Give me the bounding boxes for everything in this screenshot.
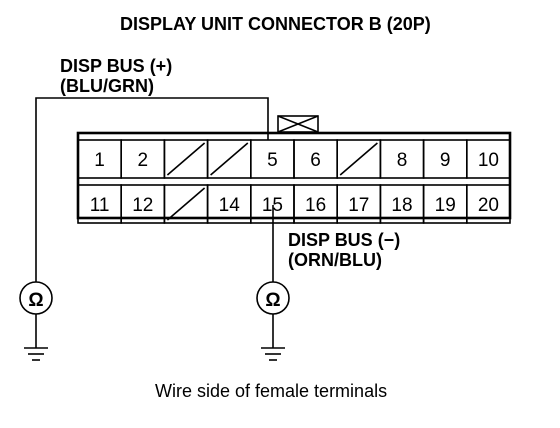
disp-bus-plus-label: DISP BUS (+) xyxy=(60,56,172,76)
pin-number: 18 xyxy=(391,195,412,216)
ohm-symbol: Ω xyxy=(28,290,43,311)
pin-number: 5 xyxy=(267,150,278,171)
empty-cavity-mark xyxy=(210,142,249,176)
disp-bus-minus-wire-color: (ORN/BLU) xyxy=(288,250,382,270)
pin-number: 8 xyxy=(397,150,408,171)
pin-number: 14 xyxy=(219,195,241,216)
pin-cell-top-5: 5 xyxy=(250,139,295,179)
pin-cell-top-8: 8 xyxy=(379,139,425,179)
ground-icon xyxy=(24,347,48,361)
pin-number: 17 xyxy=(348,195,369,216)
pin-number: 12 xyxy=(132,195,153,216)
pin-cell-top-3 xyxy=(163,139,209,179)
pin-cell-top-6: 6 xyxy=(293,139,339,179)
pin-cell-top-10: 10 xyxy=(465,139,511,179)
connector-lock-tab-icon xyxy=(277,115,319,133)
caption: Wire side of female terminals xyxy=(155,381,387,401)
disp-bus-plus-wire xyxy=(35,97,269,282)
ohmmeter-right: Ω xyxy=(256,281,290,361)
empty-cavity-mark xyxy=(166,187,206,221)
ohmmeter-left: Ω xyxy=(19,281,53,361)
pin-cell-top-9: 9 xyxy=(422,139,468,179)
pin-number: 1 xyxy=(94,150,105,171)
pin-cell-top-2: 2 xyxy=(120,139,166,179)
pin-number: 2 xyxy=(138,150,149,171)
ohm-symbol: Ω xyxy=(265,290,280,311)
pin-number: 20 xyxy=(478,195,499,216)
ground-icon xyxy=(261,347,285,361)
empty-cavity-mark xyxy=(166,142,206,176)
pin-number: 9 xyxy=(440,150,451,171)
pin-cell-bottom-10: 20 xyxy=(465,184,511,224)
diagram-title: DISPLAY UNIT CONNECTOR B (20P) xyxy=(120,14,431,34)
pin-number: 11 xyxy=(90,195,110,216)
pin-cell-top-1: 1 xyxy=(77,139,123,179)
pin-number: 16 xyxy=(305,195,326,216)
pin-number: 6 xyxy=(310,150,321,171)
pin-number: 19 xyxy=(435,195,456,216)
pin-cell-top-4 xyxy=(206,139,252,179)
empty-cavity-mark xyxy=(339,142,378,176)
disp-bus-minus-label: DISP BUS (−) xyxy=(288,230,400,250)
disp-bus-plus-wire-color: (BLU/GRN) xyxy=(60,76,154,96)
pin-number: 10 xyxy=(478,150,499,171)
pin-cell-top-7 xyxy=(336,139,382,179)
